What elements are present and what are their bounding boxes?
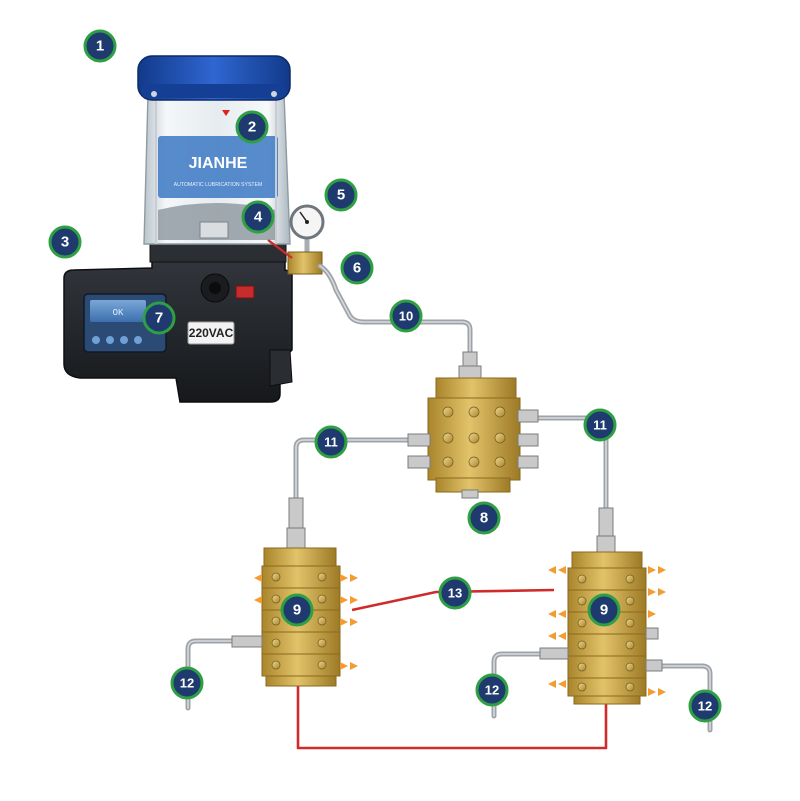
outlet-arrows-left <box>254 574 358 670</box>
lcd-text: OK <box>113 308 124 318</box>
callout-badge: 2 <box>235 110 269 144</box>
svg-text:9: 9 <box>293 602 301 619</box>
pump-base <box>63 253 293 403</box>
callout-badge: 11 <box>583 408 617 442</box>
lcd-display <box>90 300 146 322</box>
voltage-text: 220VAC <box>189 326 234 340</box>
svg-text:6: 6 <box>353 260 361 277</box>
callout-badge: 1 <box>83 29 117 63</box>
callout-badge: 9 <box>587 593 621 627</box>
brand-sticker <box>158 136 278 198</box>
callout-badge: 8 <box>467 501 501 535</box>
divider-valve-right <box>539 507 666 705</box>
svg-text:11: 11 <box>593 418 607 433</box>
callout-badge: 12 <box>688 689 722 723</box>
callout-badge: 7 <box>142 301 176 335</box>
svg-text:12: 12 <box>180 676 194 691</box>
callout-badge: 13 <box>438 576 472 610</box>
panel-button <box>134 336 142 344</box>
svg-text:1: 1 <box>96 38 104 55</box>
svg-text:7: 7 <box>155 310 163 327</box>
panel-button <box>120 336 128 344</box>
outlet-arrows-right <box>548 566 666 696</box>
svg-text:8: 8 <box>480 510 488 527</box>
svg-text:10: 10 <box>399 309 413 324</box>
svg-text:3: 3 <box>61 234 69 251</box>
callout-badge: 12 <box>170 666 204 700</box>
panel-button <box>92 336 100 344</box>
panel-button <box>106 336 114 344</box>
svg-text:12: 12 <box>485 683 499 698</box>
svg-text:11: 11 <box>324 435 338 450</box>
svg-text:9: 9 <box>600 602 608 619</box>
lubrication-pump: OK 220VAC JIANHE AUTOMATIC LUBRICATION S… <box>63 55 325 403</box>
divider-valve-left <box>231 497 358 687</box>
svg-text:12: 12 <box>698 699 712 714</box>
red-valve <box>235 285 255 299</box>
callout-badge: 3 <box>48 225 82 259</box>
svg-text:4: 4 <box>254 209 263 226</box>
svg-text:5: 5 <box>337 187 345 204</box>
brand-subtitle: AUTOMATIC LUBRICATION SYSTEM <box>174 182 263 188</box>
svg-text:2: 2 <box>248 119 256 136</box>
link-line-bottom <box>296 680 608 750</box>
callout-badge: 12 <box>475 673 509 707</box>
divider-left-bolts <box>271 572 327 670</box>
branch-tube-left <box>293 437 413 501</box>
main-distributor-bolts <box>442 406 506 468</box>
callout-badge: 9 <box>280 593 314 627</box>
outlet-fitting <box>287 251 323 275</box>
callout-badge: 11 <box>314 425 348 459</box>
link-line-upper <box>351 588 555 612</box>
callout-badge: 6 <box>340 251 374 285</box>
divider-right-bolts <box>577 574 635 692</box>
callout-badge: 5 <box>324 178 358 212</box>
callout-badge: 4 <box>241 200 275 234</box>
main-distributor <box>407 351 539 499</box>
brand-name: JIANHE <box>189 155 248 172</box>
callout-badge: 10 <box>389 299 423 333</box>
callout-badges: 1 2 3 4 5 6 7 8 9 9 10 11 11 12 12 12 13 <box>48 29 722 723</box>
svg-text:13: 13 <box>448 586 462 601</box>
voltage-label <box>187 321 235 345</box>
